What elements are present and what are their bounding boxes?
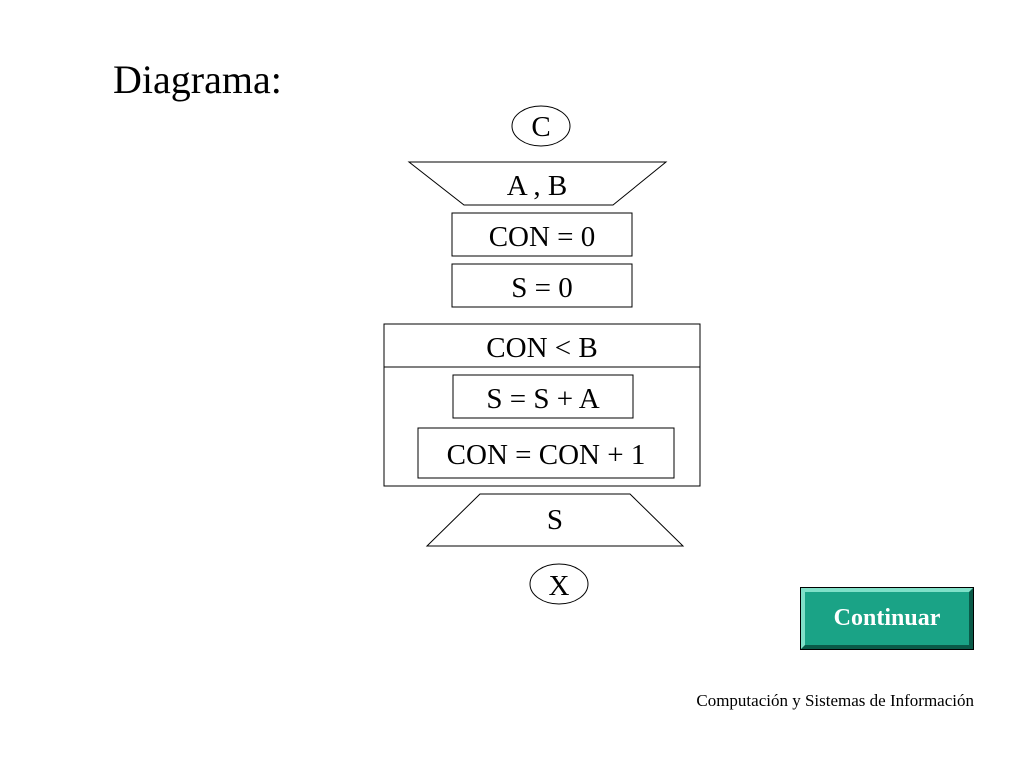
loop-step-sum-label: S = S + A	[486, 383, 599, 415]
start-connector: C	[511, 105, 571, 147]
start-connector-label: C	[531, 111, 550, 143]
loop-condition-label: CON < B	[486, 332, 597, 364]
loop-step-sum-box	[452, 374, 634, 419]
output-block: S	[425, 493, 685, 547]
init-con-block: CON = 0	[451, 212, 633, 257]
continue-button[interactable]: Continuar	[800, 587, 974, 650]
input-label: A , B	[507, 170, 567, 202]
slide-title: Diagrama:	[113, 57, 282, 102]
init-s-block: S = 0	[451, 263, 633, 308]
loop-step-increment-label: CON = CON + 1	[447, 439, 646, 471]
input-block: A , B	[407, 161, 668, 206]
slide-footer: Computación y Sistemas de Información	[696, 691, 974, 710]
init-con-label: CON = 0	[489, 221, 596, 253]
init-s-label: S = 0	[511, 272, 572, 304]
loop-block: CON < B S = S + A CON = CON + 1	[383, 323, 701, 487]
end-connector-label: X	[549, 570, 570, 602]
continue-button-label: Continuar	[833, 605, 941, 631]
loop-step-increment-box	[417, 427, 675, 479]
end-connector: X	[529, 563, 589, 605]
output-label: S	[547, 504, 563, 536]
